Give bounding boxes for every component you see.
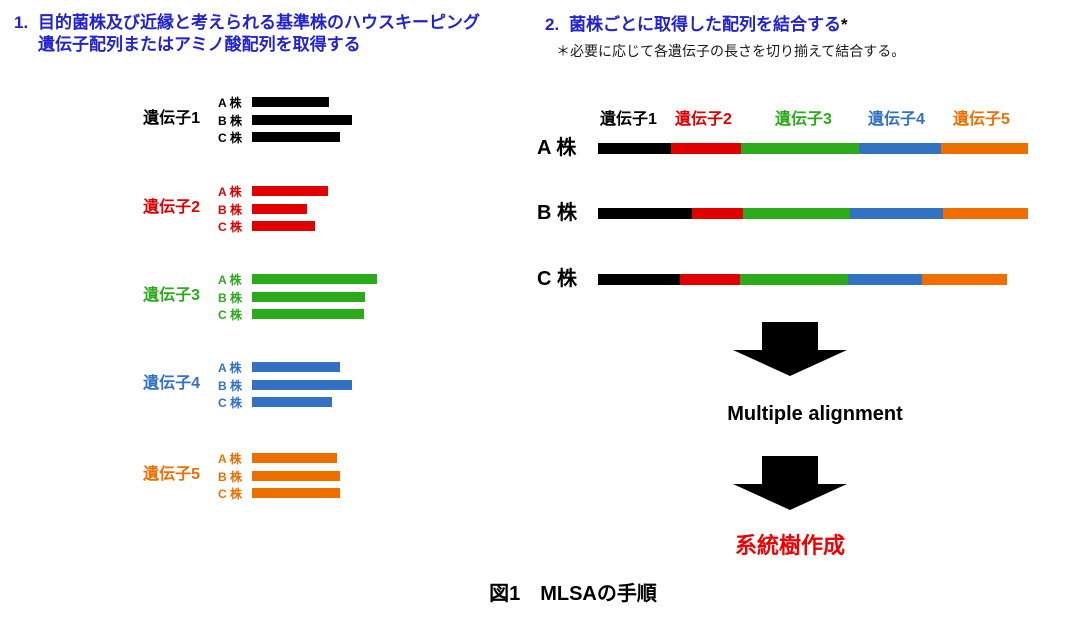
gene-sequence-bar: [252, 379, 352, 390]
concat-strain-label: C 株: [537, 268, 577, 290]
down-arrow-icon: [733, 322, 847, 376]
gene-sequence-bar: [252, 186, 328, 196]
strain-label: B 株: [218, 202, 243, 217]
step2-heading-text: 菌株ごとに取得した配列を結合する*: [569, 14, 848, 36]
concat-gene-label: 遺伝子2: [675, 111, 732, 128]
down-arrow-icon: [733, 456, 847, 510]
sequence-segment-green: [743, 208, 850, 219]
sequence-segment-black: [598, 143, 671, 154]
gene-sequence-bar: [252, 221, 315, 231]
gene-sequence-bar: [252, 470, 340, 481]
strain-label: B 株: [218, 469, 243, 484]
gene-sequence-bar: [252, 132, 340, 142]
strain-label: C 株: [218, 487, 243, 501]
sequence-segment-orange: [922, 274, 1007, 285]
phylogenetic-tree-label: 系統樹作成: [734, 533, 845, 558]
strain-label: B 株: [218, 378, 243, 393]
gene-sequence-bar: [252, 488, 340, 498]
concat-strain-label: A 株: [537, 137, 577, 159]
strain-label: B 株: [218, 290, 243, 305]
step1-number: 1.: [14, 13, 29, 32]
step2-number: 2.: [545, 15, 560, 34]
gene-name-label: 遺伝子1: [143, 110, 200, 127]
strain-label: C 株: [218, 396, 243, 410]
gene-sequence-bar: [252, 291, 365, 302]
gene-sequence-bar: [252, 114, 352, 125]
gene-sequence-bar: [252, 97, 329, 107]
sequence-segment-black: [598, 274, 680, 285]
step2-footnote: ＊必要に応じて各遺伝子の長さを切り揃えて結合する。: [556, 43, 906, 59]
strain-label: C 株: [218, 131, 243, 145]
gene-sequence-bar: [252, 362, 340, 372]
strain-label: A 株: [218, 452, 242, 466]
strain-label: C 株: [218, 220, 243, 234]
concat-gene-label: 遺伝子1: [600, 111, 657, 128]
concat-gene-label: 遺伝子3: [775, 111, 832, 128]
sequence-segment-orange: [941, 143, 1028, 154]
sequence-segment-blue: [850, 208, 943, 219]
concatenated-sequence-bar: [598, 274, 1007, 285]
concat-strain-label: B 株: [537, 202, 577, 224]
step1-heading: 1. 目的菌株及び近縁と考えられる基準株のハウスキーピング 遺伝子配列またはアミ…: [14, 12, 514, 56]
sequence-segment-red: [680, 274, 740, 285]
concat-gene-label: 遺伝子4: [868, 111, 925, 128]
gene-sequence-bar: [252, 309, 364, 319]
gene-sequence-bar: [252, 397, 332, 407]
sequence-segment-orange: [943, 208, 1028, 219]
step1-heading-line1: 目的菌株及び近縁と考えられる基準株のハウスキーピング: [38, 13, 480, 32]
step2-heading: 2. 菌株ごとに取得した配列を結合する*: [545, 14, 1065, 36]
sequence-segment-red: [671, 143, 741, 154]
gene-sequence-bar: [252, 203, 307, 214]
figure-caption: 図1 MLSAの手順: [489, 583, 657, 605]
strain-label: A 株: [218, 96, 242, 110]
gene-name-label: 遺伝子5: [143, 466, 200, 483]
strain-label: A 株: [218, 361, 242, 375]
gene-name-label: 遺伝子3: [143, 287, 200, 304]
gene-sequence-bar: [252, 274, 377, 284]
sequence-segment-blue: [848, 274, 922, 285]
strain-label: A 株: [218, 185, 242, 199]
sequence-segment-green: [741, 143, 859, 154]
step1-heading-text: 目的菌株及び近縁と考えられる基準株のハウスキーピング 遺伝子配列またはアミノ酸配…: [38, 12, 480, 56]
step2-heading-asterisk: *: [841, 15, 848, 34]
gene-sequence-bar: [252, 453, 337, 463]
concatenated-sequence-bar: [598, 143, 1028, 154]
strain-label: B 株: [218, 113, 243, 128]
concatenated-sequence-bar: [598, 208, 1028, 219]
step1-heading-line2: 遺伝子配列またはアミノ酸配列を取得する: [38, 35, 361, 54]
gene-name-label: 遺伝子2: [143, 199, 200, 216]
sequence-segment-green: [740, 274, 848, 285]
strain-label: C 株: [218, 308, 243, 322]
concat-gene-label: 遺伝子5: [953, 111, 1010, 128]
gene-name-label: 遺伝子4: [143, 375, 200, 392]
step2-heading-label: 菌株ごとに取得した配列を結合する: [569, 15, 841, 34]
sequence-segment-blue: [859, 143, 941, 154]
strain-label: A 株: [218, 273, 242, 287]
multiple-alignment-label: Multiple alignment: [727, 403, 903, 425]
sequence-segment-red: [692, 208, 743, 219]
sequence-segment-black: [598, 208, 692, 219]
